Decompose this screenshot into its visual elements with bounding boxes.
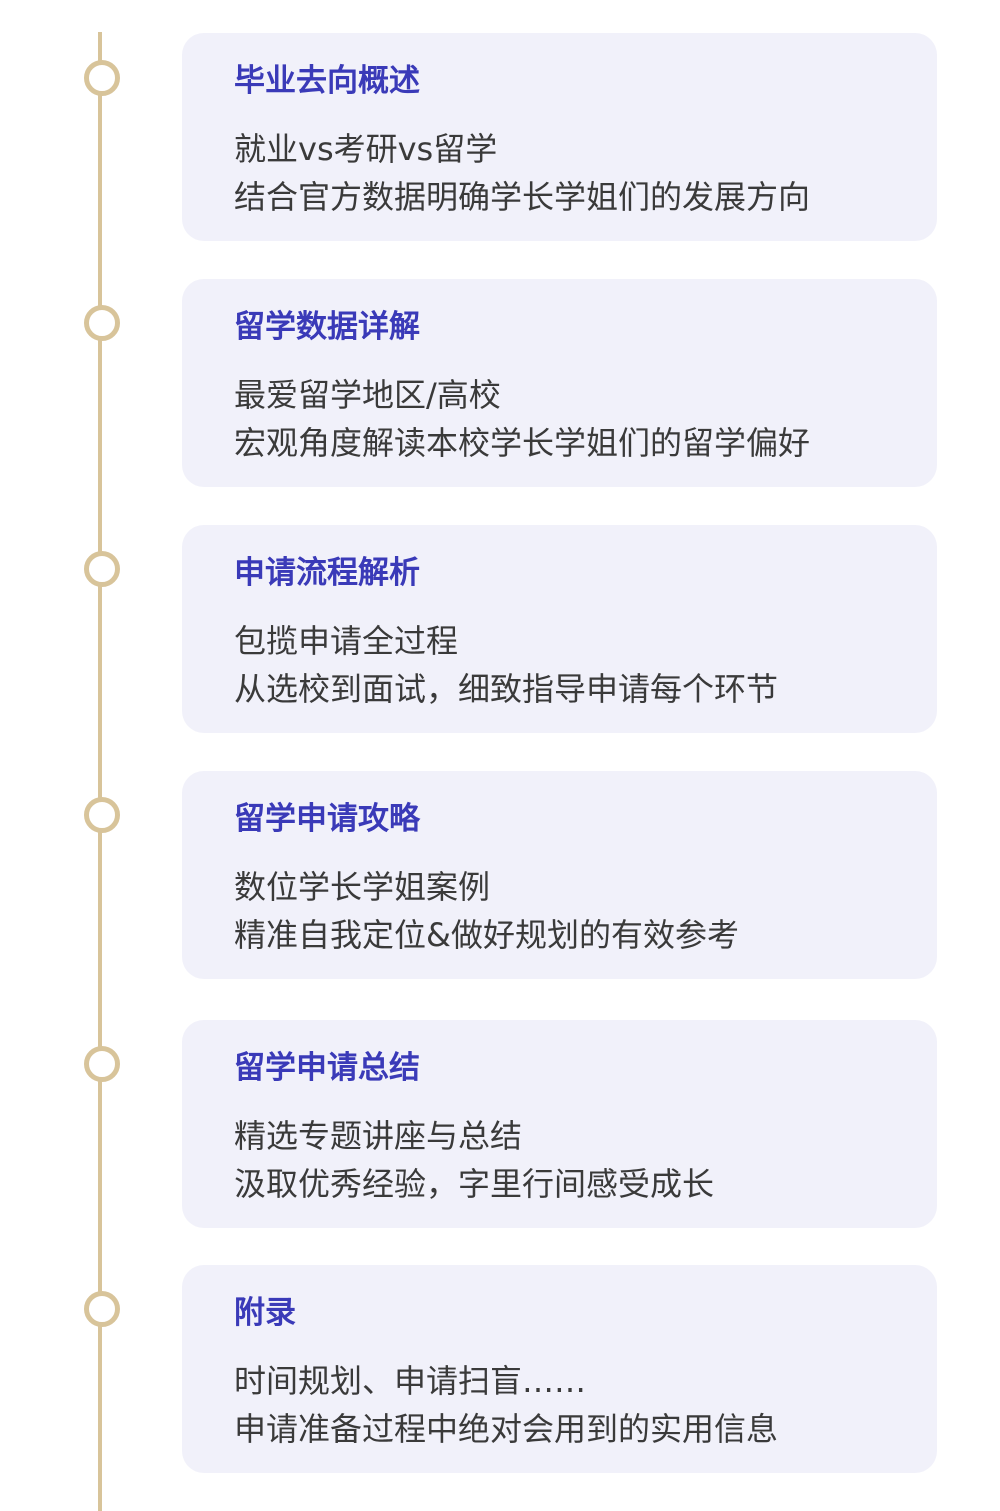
- section-card-graduation: 毕业去向概述 就业vs考研vs留学 结合官方数据明确学长学姐们的发展方向: [182, 33, 937, 241]
- section-title: 申请流程解析: [234, 555, 420, 591]
- section-description: 结合官方数据明确学长学姐们的发展方向: [234, 178, 811, 216]
- section-card-study-abroad-data: 留学数据详解 最爱留学地区/高校 宏观角度解读本校学长学姐们的留学偏好: [182, 279, 937, 487]
- section-title: 留学申请攻略: [234, 801, 420, 837]
- section-subtitle: 数位学长学姐案例: [234, 868, 491, 906]
- section-card-appendix: 附录 时间规划、申请扫盲…… 申请准备过程中绝对会用到的实用信息: [182, 1265, 937, 1473]
- section-card-application-strategy: 留学申请攻略 数位学长学姐案例 精准自我定位&做好规划的有效参考: [182, 771, 937, 979]
- section-description: 从选校到面试，细致指导申请每个环节: [234, 670, 779, 708]
- section-subtitle: 就业vs考研vs留学: [234, 130, 498, 168]
- timeline-node: [84, 60, 120, 96]
- section-title: 留学数据详解: [234, 309, 420, 345]
- section-card-application-process: 申请流程解析 包揽申请全过程 从选校到面试，细致指导申请每个环节: [182, 525, 937, 733]
- section-subtitle: 包揽申请全过程: [234, 622, 459, 660]
- timeline-node: [84, 1046, 120, 1082]
- section-description: 汲取优秀经验，字里行间感受成长: [234, 1165, 715, 1203]
- section-subtitle: 最爱留学地区/高校: [234, 376, 501, 414]
- timeline-node: [84, 1291, 120, 1327]
- section-card-application-summary: 留学申请总结 精选专题讲座与总结 汲取优秀经验，字里行间感受成长: [182, 1020, 937, 1228]
- section-title: 毕业去向概述: [234, 63, 420, 99]
- timeline-node: [84, 305, 120, 341]
- timeline-node: [84, 797, 120, 833]
- timeline-line: [98, 32, 102, 1511]
- section-description: 申请准备过程中绝对会用到的实用信息: [234, 1410, 779, 1448]
- section-description: 精准自我定位&做好规划的有效参考: [234, 916, 739, 954]
- section-subtitle: 精选专题讲座与总结: [234, 1117, 523, 1155]
- section-description: 宏观角度解读本校学长学姐们的留学偏好: [234, 424, 811, 462]
- section-title: 附录: [234, 1295, 296, 1331]
- timeline-node: [84, 551, 120, 587]
- section-subtitle: 时间规划、申请扫盲……: [234, 1362, 587, 1400]
- section-title: 留学申请总结: [234, 1050, 420, 1086]
